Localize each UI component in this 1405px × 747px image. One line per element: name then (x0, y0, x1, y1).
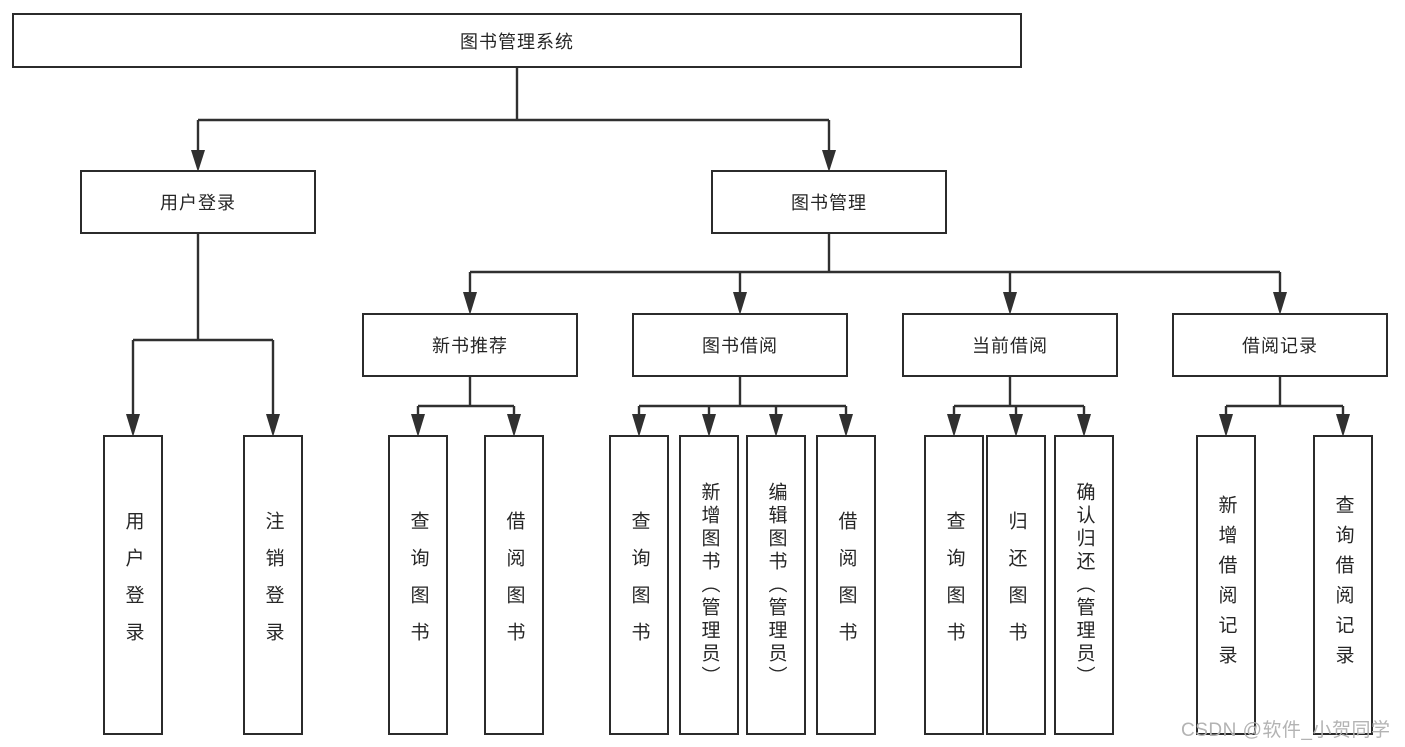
leaf-query-books-current: 查询图书 (924, 435, 984, 735)
leaf-query-borrow-record: 查询借阅记录 (1313, 435, 1373, 735)
leaf-confirm-return-admin: 确认归还（管理员） (1054, 435, 1114, 735)
leaf-query-books-recommend: 查询图书 (388, 435, 448, 735)
node-book-borrowing: 图书借阅 (632, 313, 848, 377)
node-book-management: 图书管理 (711, 170, 947, 234)
connector-recommend-children (411, 377, 521, 437)
node-user-login: 用户登录 (80, 170, 316, 234)
leaf-borrow-books-borrowing: 借阅图书 (816, 435, 876, 735)
leaf-add-borrow-record: 新增借阅记录 (1196, 435, 1256, 735)
connector-records-children (1219, 377, 1350, 437)
leaf-return-books: 归还图书 (986, 435, 1046, 735)
connector-current-children (947, 377, 1091, 437)
leaf-edit-books-admin: 编辑图书（管理员） (746, 435, 806, 735)
leaf-add-books-admin: 新增图书（管理员） (679, 435, 739, 735)
node-system: 图书管理系统 (12, 13, 1022, 68)
node-borrowing-records: 借阅记录 (1172, 313, 1388, 377)
leaf-user-login: 用户登录 (103, 435, 163, 735)
leaf-logout: 注销登录 (243, 435, 303, 735)
watermark: CSDN @软件_小贺同学 (1181, 720, 1391, 741)
leaf-borrow-books-recommend: 借阅图书 (484, 435, 544, 735)
connector-root-to-level2 (191, 68, 836, 172)
connector-book-management-children (463, 234, 1287, 315)
connector-borrowing-children (632, 377, 853, 437)
node-new-book-recommend: 新书推荐 (362, 313, 578, 377)
leaf-query-books-borrowing: 查询图书 (609, 435, 669, 735)
connector-user-login-children (126, 234, 280, 437)
node-current-borrowing: 当前借阅 (902, 313, 1118, 377)
